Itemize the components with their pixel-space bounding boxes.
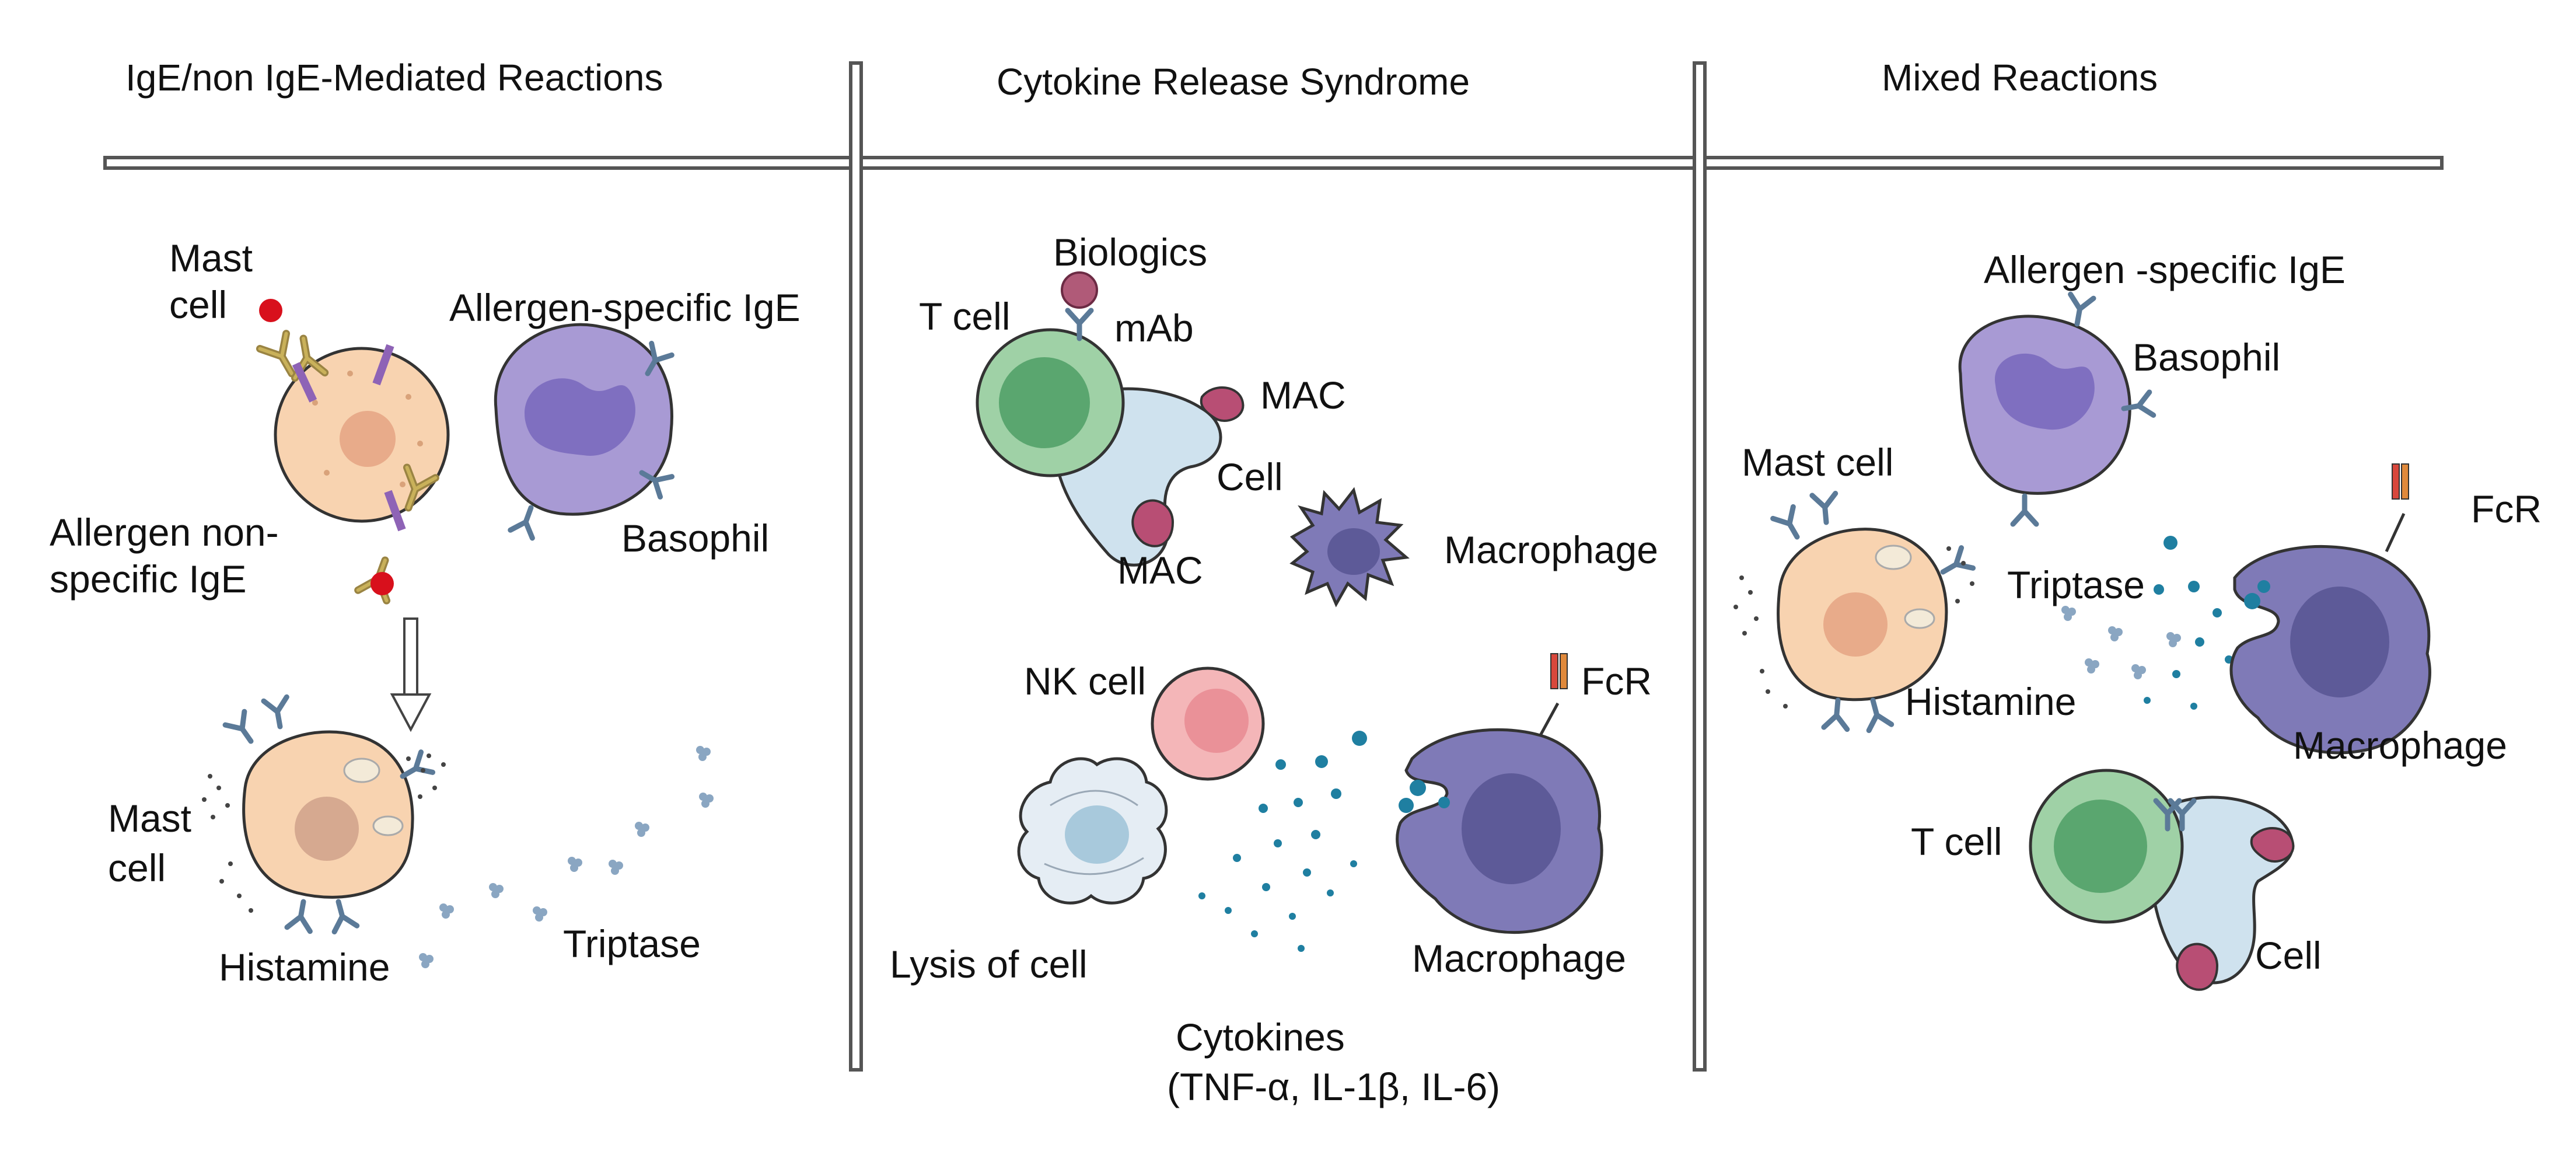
lysed-cell: [1017, 757, 1168, 905]
cytokine-dots-right: [2144, 536, 2233, 710]
header-divider: [103, 156, 2444, 170]
header-cytokine-release: Cytokine Release Syndrome: [997, 61, 1470, 103]
t-cell-right: [2029, 769, 2194, 924]
mast-cell-top: [259, 299, 450, 601]
divider-right: [1693, 61, 1707, 1072]
macrophage-spiky: [1289, 487, 1410, 608]
header-mixed-reactions: Mixed Reactions: [1882, 57, 2158, 99]
label-basophil-left: Basophil: [621, 517, 769, 560]
label-macrophage-top: Macrophage: [1444, 528, 1658, 571]
header-igE-reactions: IgE/non IgE-Mediated Reactions: [125, 57, 663, 99]
mast-cell-right: [1733, 493, 1974, 730]
label-mast-cell-top-1: Mast: [169, 236, 253, 280]
label-triptase-right: Triptase: [2007, 563, 2145, 606]
middle-panel: Biologics T cell mAb MAC Cell MAC Macrop…: [890, 231, 1658, 1108]
mac-complex-right-bottom: [2176, 943, 2219, 991]
nk-cell: [1151, 666, 1265, 781]
label-allergen-nonspecific-1: Allergen non-: [50, 511, 279, 554]
macrophage-right: [2229, 463, 2431, 755]
allergen-dot-bottom: [371, 572, 394, 595]
triptase-molecules-right: [2061, 606, 2181, 679]
label-allergen-specific-ige-left: Allergen-specific IgE: [449, 286, 801, 329]
basophil-left: [494, 323, 672, 538]
cytokine-dots: [1198, 731, 1367, 952]
basophil-right: [1958, 294, 2154, 524]
left-panel: Mast cell Allergen-specific IgE Allergen…: [50, 236, 801, 989]
label-mac-bottom: MAC: [1117, 549, 1203, 592]
label-mast-cell-top-2: cell: [169, 283, 227, 326]
label-cell: Cell: [1217, 455, 1283, 498]
label-t-cell-middle: T cell: [919, 295, 1011, 338]
label-allergen-nonspecific-2: specific IgE: [50, 557, 246, 601]
label-macrophage-bottom: Macrophage: [1412, 937, 1626, 980]
label-histamine-right: Histamine: [1905, 680, 2076, 723]
label-fcr-right: FcR: [2471, 487, 2542, 531]
mast-cell-bottom: [202, 697, 446, 931]
label-histamine-left: Histamine: [219, 945, 390, 989]
label-mac-top: MAC: [1260, 374, 1346, 417]
label-mast-cell-bottom-1: Mast: [108, 797, 191, 840]
label-mab: mAb: [1114, 306, 1194, 350]
divider-left: [849, 61, 863, 1072]
label-allergen-specific-ige-right: Allergen -specific IgE: [1984, 248, 2346, 291]
label-mast-cell-bottom-2: cell: [108, 846, 166, 889]
biologics-antibody: [1061, 271, 1098, 339]
down-arrow: [390, 617, 432, 732]
label-triptase-left: Triptase: [563, 922, 701, 965]
label-mast-cell-right: Mast cell: [1742, 441, 1893, 484]
label-cell-right: Cell: [2255, 934, 2322, 977]
label-lysis-of-cell: Lysis of cell: [890, 943, 1088, 986]
label-fcr-middle: FcR: [1581, 659, 1652, 703]
mac-complex-top: [1200, 386, 1245, 422]
label-basophil-right: Basophil: [2133, 336, 2280, 379]
label-t-cell-right: T cell: [1911, 820, 2002, 863]
frame-lines: [103, 61, 2444, 1072]
mac-complex-bottom: [1131, 499, 1175, 547]
label-nk-cell: NK cell: [1024, 659, 1146, 703]
t-cell-middle: [976, 328, 1125, 477]
label-cytokines-1: Cytokines: [1176, 1016, 1345, 1059]
mac-complex-right-top: [2250, 827, 2295, 863]
label-biologics: Biologics: [1053, 231, 1207, 274]
right-panel: Allergen -specific IgE Basophil Mast cel…: [1733, 248, 2542, 991]
label-cytokines-2: (TNF-α, IL-1β, IL-6): [1167, 1065, 1500, 1108]
macrophage-large-middle: [1396, 653, 1603, 934]
allergen-dot-top: [259, 299, 282, 322]
label-macrophage-right: Macrophage: [2293, 724, 2507, 767]
